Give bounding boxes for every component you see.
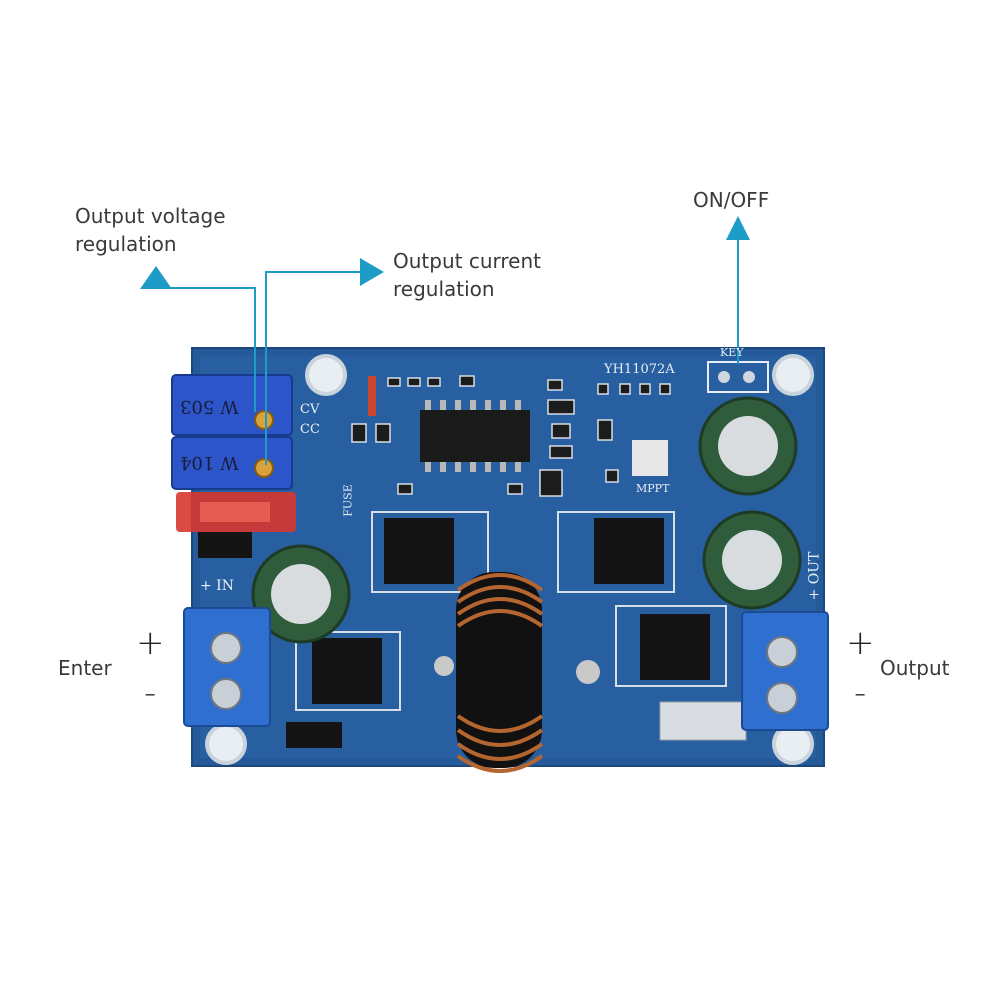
smd-components (351, 375, 671, 497)
current-potentiometer (171, 436, 293, 490)
in-silkscreen: + IN (200, 578, 234, 594)
enter-label: Enter (58, 656, 112, 680)
pot1-marking: W 503 (180, 396, 239, 417)
capacitors (251, 396, 802, 644)
onoff-arrowhead (726, 216, 750, 240)
arrowheads (140, 216, 750, 289)
controller-ic (420, 400, 530, 472)
toroid-inductor (434, 572, 600, 773)
input-plus-sign: + (136, 623, 165, 663)
fuse (176, 492, 296, 532)
voltage-callout: Output voltage regulation (75, 202, 226, 258)
mounting-holes (205, 354, 814, 765)
onoff-callout: ON/OFF (693, 188, 770, 212)
voltage-callout-line2: regulation (75, 232, 177, 256)
input-minus-sign: - (144, 673, 157, 713)
output-plus-sign: + (846, 623, 875, 663)
current-callout-line1: Output current (393, 249, 541, 273)
input-terminal (183, 607, 271, 727)
pot2-marking: W 104 (180, 452, 239, 473)
cv-silkscreen: CV (300, 402, 320, 417)
current-callout: Output current regulation (393, 247, 541, 303)
current-arrowhead (360, 258, 384, 286)
mosfets (198, 511, 747, 748)
out-silkscreen: + OUT (806, 551, 823, 601)
current-callout-line2: regulation (393, 277, 495, 301)
cc-silkscreen: CC (300, 422, 320, 437)
output-label: Output (880, 656, 950, 680)
model-silkscreen: YH11072A (604, 362, 675, 377)
voltage-potentiometer (171, 374, 293, 436)
output-terminal (741, 611, 829, 731)
key-silkscreen: KEY (720, 346, 744, 359)
callout-lines (156, 228, 739, 465)
mppt-silkscreen: MPPT (636, 482, 670, 495)
voltage-callout-line1: Output voltage (75, 204, 226, 228)
output-minus-sign: - (854, 673, 867, 713)
fuse-silkscreen: FUSE (341, 484, 355, 517)
voltage-arrowhead (140, 266, 172, 289)
